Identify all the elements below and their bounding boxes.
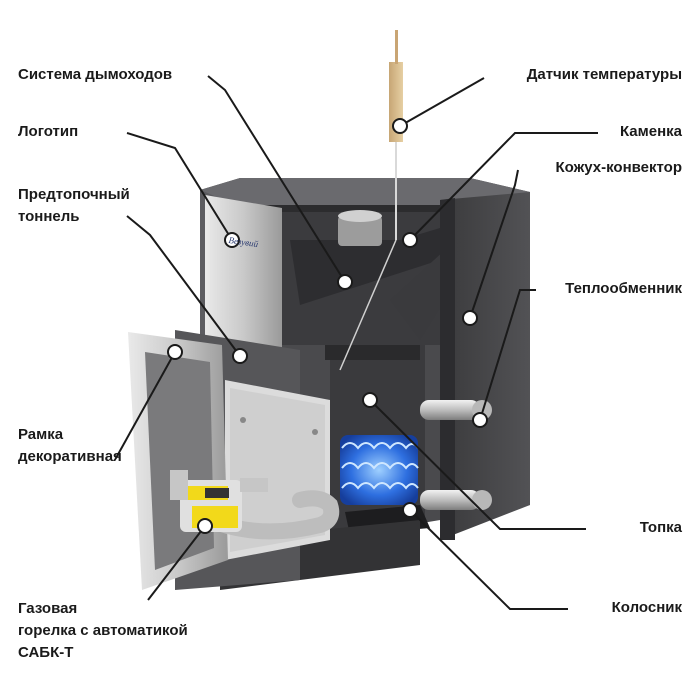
label-chimney-system: Система дымоходов: [18, 64, 172, 86]
label-casing-convector: Кожух-конвектор: [556, 157, 683, 179]
label-heat-exchanger: Теплообменник: [565, 278, 682, 300]
label-firebox: Топка: [640, 517, 682, 539]
label-pre-firebox-tunnel: Предтопочный тоннель: [18, 184, 130, 228]
decorative-frame: [128, 332, 228, 590]
label-temperature-sensor: Датчик температуры: [527, 64, 682, 86]
burner-flame: [340, 435, 418, 505]
label-kamenka: Каменка: [620, 121, 682, 143]
label-grate: Колосник: [612, 597, 682, 619]
label-logo: Логотип: [18, 121, 78, 143]
label-gas-burner: Газовая горелка с автоматикой САБК-Т: [18, 598, 188, 664]
label-decorative-frame: Рамка декоративная: [18, 424, 122, 468]
logo-plate: [205, 195, 282, 352]
